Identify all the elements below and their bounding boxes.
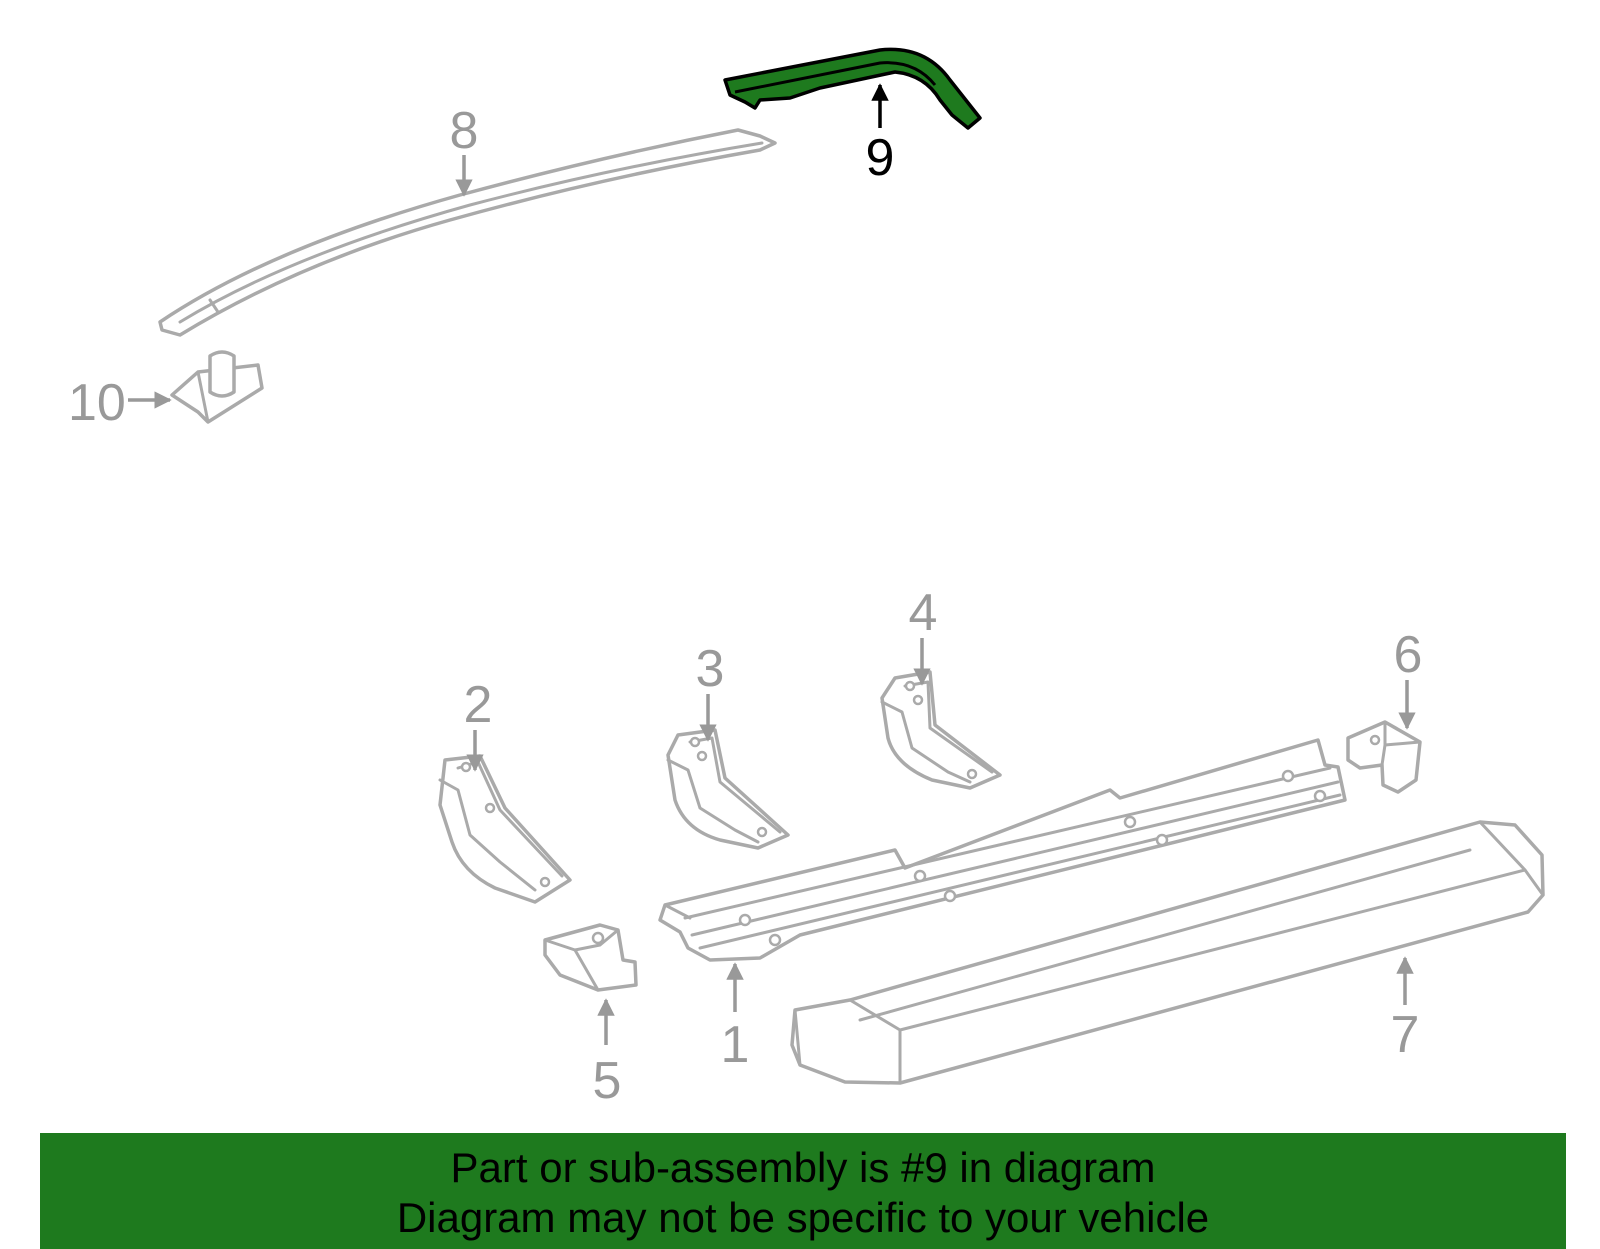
svg-text:4: 4: [909, 584, 938, 642]
svg-text:8: 8: [450, 102, 479, 160]
callout-5: 5: [593, 998, 622, 1110]
callout-8: 8: [450, 102, 479, 197]
part-10-bracket[interactable]: [170, 350, 264, 424]
callout-2: 2: [464, 676, 493, 772]
part-5-bracket[interactable]: [543, 923, 638, 992]
part-2-bracket[interactable]: [438, 754, 572, 904]
part-6-bracket[interactable]: [1346, 720, 1422, 794]
callout-6: 6: [1394, 626, 1423, 730]
part-1-running-board-frame[interactable]: [658, 738, 1347, 962]
svg-text:3: 3: [696, 640, 725, 698]
svg-text:7: 7: [1391, 1006, 1420, 1064]
svg-text:1: 1: [721, 1016, 750, 1074]
callout-7: 7: [1391, 956, 1420, 1064]
svg-text:2: 2: [464, 676, 493, 734]
callout-9: 9: [866, 83, 895, 187]
svg-text:5: 5: [593, 1052, 622, 1110]
parts-diagram: 8 9 10 2 3 4 6 5 1 7: [68, 47, 1545, 1110]
svg-text:6: 6: [1394, 626, 1423, 684]
banner-line-part: Part or sub-assembly is #9 in diagram: [450, 1144, 1156, 1191]
notice-banner: Part or sub-assembly is #9 in diagram Di…: [40, 1133, 1566, 1249]
callout-1: 1: [721, 962, 750, 1074]
svg-text:10: 10: [68, 374, 126, 432]
part-8-roof-rail[interactable]: [158, 128, 777, 337]
svg-text:9: 9: [866, 129, 895, 187]
part-4-bracket[interactable]: [880, 670, 1002, 790]
part-3-bracket[interactable]: [666, 728, 790, 850]
callout-4: 4: [909, 584, 938, 686]
part-7-step-board[interactable]: [790, 820, 1545, 1085]
callout-3: 3: [696, 640, 725, 742]
banner-line-disclaimer: Diagram may not be specific to your vehi…: [396, 1194, 1210, 1241]
part-9-rail-cover[interactable]: [723, 47, 982, 130]
callout-10: 10: [68, 374, 172, 432]
